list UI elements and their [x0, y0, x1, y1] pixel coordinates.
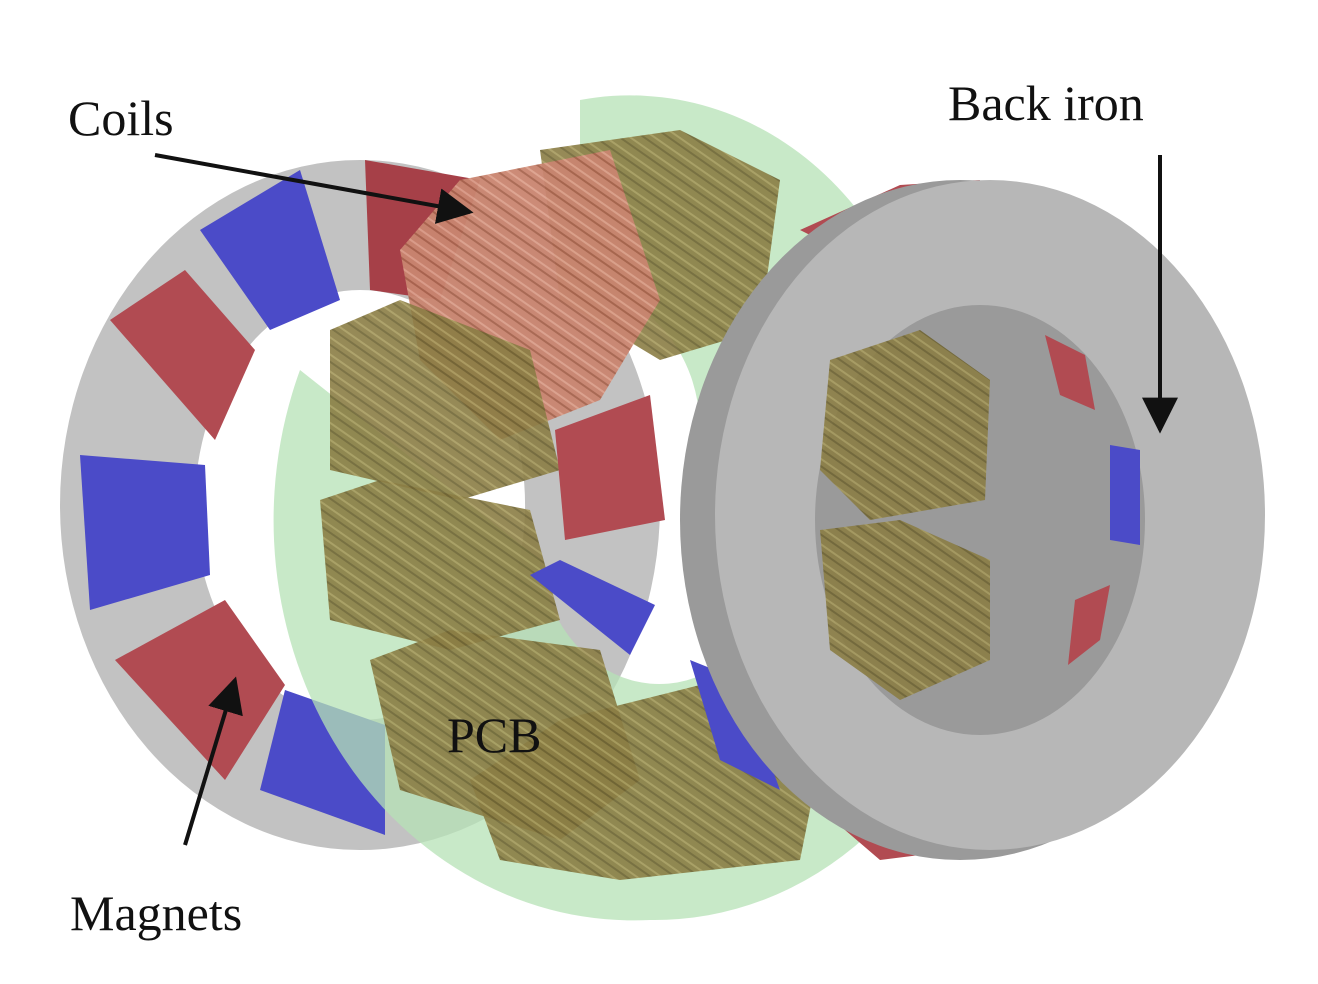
- coils-label: Coils: [68, 90, 174, 146]
- center-magnets: [530, 395, 665, 655]
- coils-through-hole: [820, 330, 990, 700]
- right-inner-magnet-red-1: [1045, 335, 1095, 410]
- coil-hole-2: [820, 520, 990, 700]
- pcb-label: PCB: [447, 707, 542, 763]
- magnet-red-3: [115, 600, 285, 780]
- magnets-arrow: [183, 676, 243, 846]
- magnet-red-2: [110, 270, 255, 440]
- coil-left-1: [330, 300, 560, 500]
- magnet-red-center: [555, 395, 665, 540]
- left-magnet-segments: [80, 160, 480, 835]
- magnet-blue-1: [200, 170, 340, 330]
- right-inner-magnet-blue: [1110, 445, 1140, 545]
- right-inner-magnet-red-2: [1068, 585, 1110, 665]
- back-iron-label: Back iron: [948, 75, 1144, 131]
- coil-hole-1: [820, 330, 990, 520]
- magnet-blue-center: [530, 560, 655, 655]
- back-iron-disk: [715, 180, 1265, 850]
- coil-left-2: [320, 480, 560, 650]
- right-rotor: [680, 180, 1265, 860]
- magnet-blue-2: [80, 455, 210, 610]
- magnets-label: Magnets: [70, 885, 242, 941]
- coils-arrow: [154, 153, 474, 224]
- right-magnet-rim-blue: [690, 660, 780, 790]
